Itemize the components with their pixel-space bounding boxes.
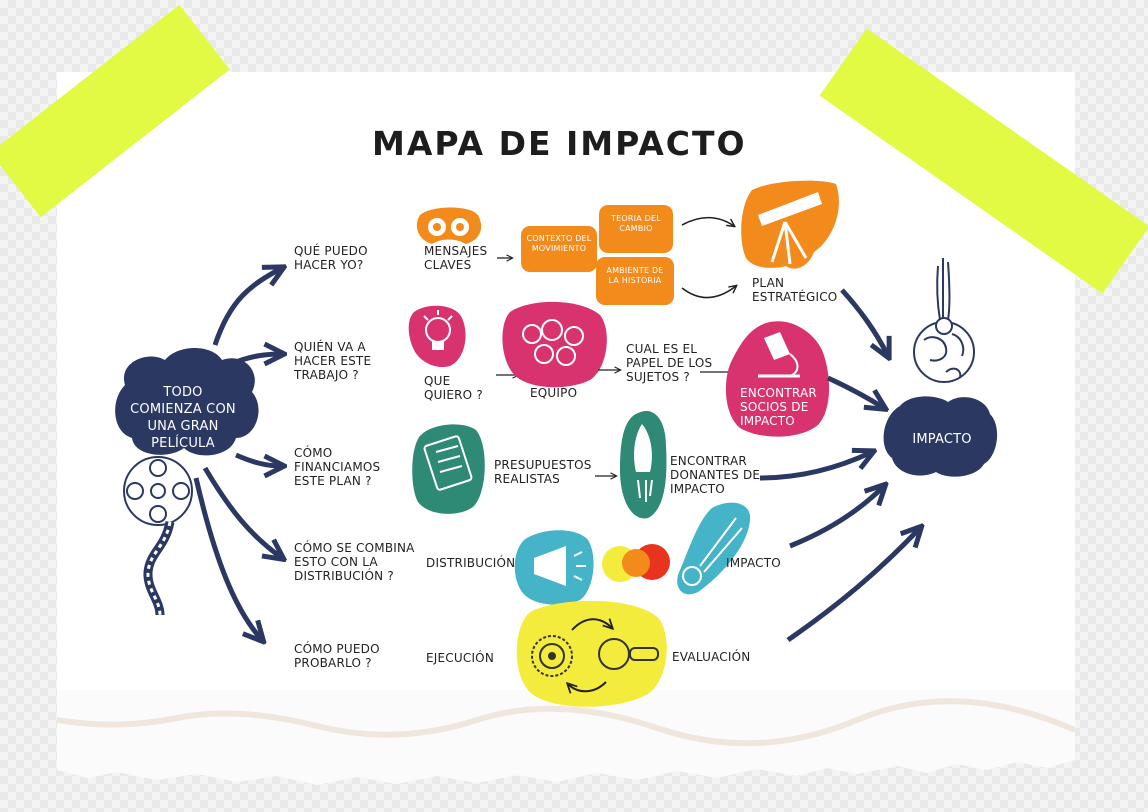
arrow-teoria-plan	[681, 216, 734, 226]
magnifier-icon	[598, 638, 659, 670]
microscope-icon	[725, 321, 830, 437]
equipo-label: EQUIPO	[530, 386, 578, 400]
execution-evaluation-blob	[516, 600, 667, 707]
clipboard-icon	[412, 424, 485, 514]
team-heads-icon	[502, 301, 607, 388]
goal-arrows	[759, 288, 920, 643]
telescope-icon	[741, 180, 839, 269]
start-arrows	[193, 268, 282, 640]
ejecucion-label: EJECUCIÓN	[426, 651, 495, 665]
mensajes-label: MENSAJES CLAVES	[424, 244, 488, 272]
evaluacion-label: EVALUACIÓN	[672, 650, 751, 664]
rocket-icon	[620, 410, 667, 519]
film-reel-icon	[123, 456, 193, 616]
teoria-label: TEORIA DEL CAMBIO	[611, 214, 661, 233]
start-label: TODO COMIENZA CON UNA GRAN PELÍCULA	[130, 385, 236, 451]
gear-icon	[531, 635, 573, 677]
question-3: CÓMO FINANCIAMOS ESTE PLAN ?	[294, 446, 381, 488]
arrow-ambiente-plan	[681, 286, 736, 299]
goal-cloud	[883, 396, 998, 477]
torn-paper-edge	[57, 690, 1075, 785]
contexto-label: CONTEXTO DEL MOVIMIENTO	[526, 234, 592, 253]
impacto-small-label: IMPACTO	[726, 556, 781, 570]
donantes-label: ENCONTRAR DONANTES DE IMPACTO	[670, 454, 761, 496]
question-5: CÓMO PUEDO PROBARLO ?	[294, 642, 380, 670]
distribucion-label: DISTRIBUCIÓN	[426, 556, 516, 570]
que-quiero-label: QUE QUIERO ?	[424, 374, 483, 402]
start-cloud	[115, 348, 259, 456]
socios-label: ENCONTRAR SOCIOS DE IMPACTO	[740, 386, 817, 428]
teoria-box	[599, 205, 673, 253]
ambiente-label: AMBIENTE DE LA HISTORIA	[606, 266, 664, 285]
plan-label: PLAN ESTRATÉGICO	[752, 276, 838, 304]
question-4: CÓMO SE COMBINA ESTO CON LA DISTRIBUCIÓN…	[294, 541, 415, 583]
comet-icon	[677, 502, 751, 595]
question-2: QUIÉN VA A HACER ESTE TRABAJO ?	[294, 340, 372, 382]
page-title: MAPA DE IMPACTO	[372, 124, 747, 163]
question-1: QUÉ PUEDO HACER YO?	[294, 244, 368, 272]
ambiente-box	[596, 257, 674, 305]
overlapping-suns-icon	[602, 544, 670, 582]
goal-label: IMPACTO	[912, 432, 972, 447]
contexto-box	[521, 226, 597, 272]
papel-label: CUAL ES EL PAPEL DE LOS SUJETOS ?	[626, 342, 713, 384]
earth-meteor-icon	[913, 258, 975, 383]
megaphone-icon	[514, 530, 594, 605]
presupuestos-label: PRESUPUESTOS REALISTAS	[494, 458, 592, 486]
binoculars-icon	[416, 207, 482, 244]
lightbulb-icon	[408, 305, 466, 368]
